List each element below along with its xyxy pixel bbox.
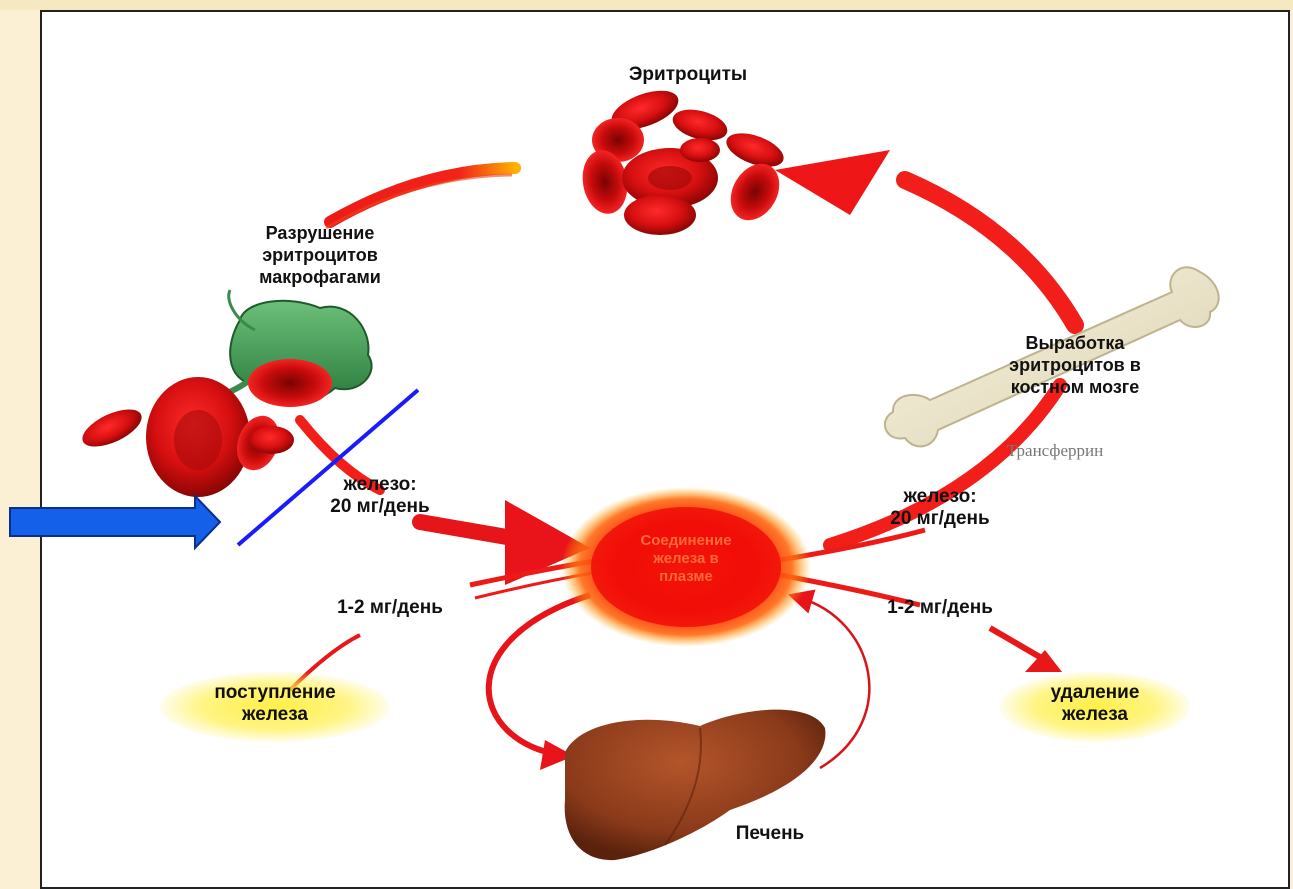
arc-production-to-erythrocytes [905,180,1075,325]
dose-left-label: 1-2 мг/день [290,597,490,619]
dose-right-label: 1-2 мг/день [840,597,1040,619]
strike-line [238,390,418,545]
arrow-removal [990,628,1045,660]
destruction-label: Разрушение эритроцитов макрофагами [205,222,435,288]
intake-label: поступление железа [155,682,395,726]
production-label: Выработка эритроцитов в костном мозге [945,332,1205,398]
iron-left-label: железо: 20 мг/день [280,474,480,518]
iron-right-label: железо: 20 мг/день [840,486,1040,530]
blue-arrow-icon [10,496,220,548]
transferrin-label: Трансферрин [940,440,1170,462]
liver-label: Печень [690,823,850,845]
arrowhead-erythrocytes [775,150,890,215]
arc-center-to-liver [489,595,590,755]
removal-label: удаление железа [995,682,1195,726]
erythrocytes-icon [578,83,789,235]
plasma-iron-label: Соединение железа в плазме [586,532,786,586]
erythrocytes-label: Эритроциты [578,64,798,86]
